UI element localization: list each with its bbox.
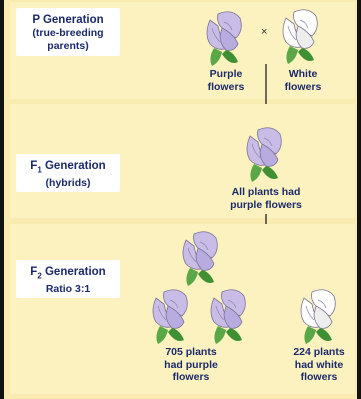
purple-parent-flower-icon bbox=[200, 8, 246, 68]
f1-generation-panel: F1 Generation (hybrids) All plants had p… bbox=[10, 104, 355, 218]
f1-generation-subtitle: (hybrids) bbox=[16, 177, 120, 190]
white-parent-caption-line2: flowers bbox=[275, 81, 331, 94]
purple-parent-caption-line2: flowers bbox=[196, 81, 256, 94]
p-generation-title: P Generation bbox=[16, 13, 120, 27]
purple-parent-caption-line1: Purple bbox=[196, 68, 256, 81]
f2-purple-caption: 705 plants had purple flowers bbox=[156, 346, 226, 384]
p-generation-subtitle-line1: (true-breeding bbox=[16, 27, 120, 40]
f1-title-rest: Generation bbox=[42, 160, 106, 172]
white-parent-caption-line1: White bbox=[275, 68, 331, 81]
f2-title-rest: Generation bbox=[42, 266, 106, 278]
f2-generation-title: F2 Generation bbox=[16, 265, 120, 283]
f2-white-caption-line3: flowers bbox=[286, 371, 352, 384]
white-parent-caption: White flowers bbox=[275, 68, 331, 93]
f1-purple-flower-icon bbox=[240, 124, 286, 184]
cross-symbol: × bbox=[261, 26, 267, 38]
f2-white-caption: 224 plants had white flowers bbox=[286, 346, 352, 384]
f2-white-caption-line2: had white bbox=[286, 359, 352, 372]
f1-caption-line1: All plants had bbox=[210, 186, 322, 199]
white-parent-flower-icon bbox=[276, 6, 322, 66]
f2-generation-label: F2 Generation Ratio 3:1 bbox=[16, 260, 120, 298]
f2-ratio: Ratio 3:1 bbox=[16, 283, 120, 296]
f2-purple-flower-icon bbox=[146, 286, 192, 346]
f2-white-caption-line1: 224 plants bbox=[286, 346, 352, 359]
purple-parent-caption: Purple flowers bbox=[196, 68, 256, 93]
p-generation-label: P Generation (true-breeding parents) bbox=[16, 8, 120, 56]
f1-generation-label: F1 Generation (hybrids) bbox=[16, 154, 120, 192]
p-generation-panel: P Generation (true-breeding parents) × P… bbox=[10, 2, 355, 99]
f1-generation-title: F1 Generation bbox=[16, 159, 120, 177]
f2-purple-flower-icon bbox=[204, 286, 250, 346]
f2-purple-caption-line1: 705 plants bbox=[156, 346, 226, 359]
f2-purple-flower-icon bbox=[176, 228, 222, 288]
f2-purple-caption-line3: flowers bbox=[156, 371, 226, 384]
f2-purple-caption-line2: had purple bbox=[156, 359, 226, 372]
p-generation-subtitle-line2: parents) bbox=[16, 40, 120, 53]
f1-caption: All plants had purple flowers bbox=[210, 186, 322, 211]
f2-generation-panel: F2 Generation Ratio 3:1 705 plants had p… bbox=[10, 224, 355, 394]
f2-white-flower-icon bbox=[294, 286, 340, 346]
f1-caption-line2: purple flowers bbox=[210, 199, 322, 212]
